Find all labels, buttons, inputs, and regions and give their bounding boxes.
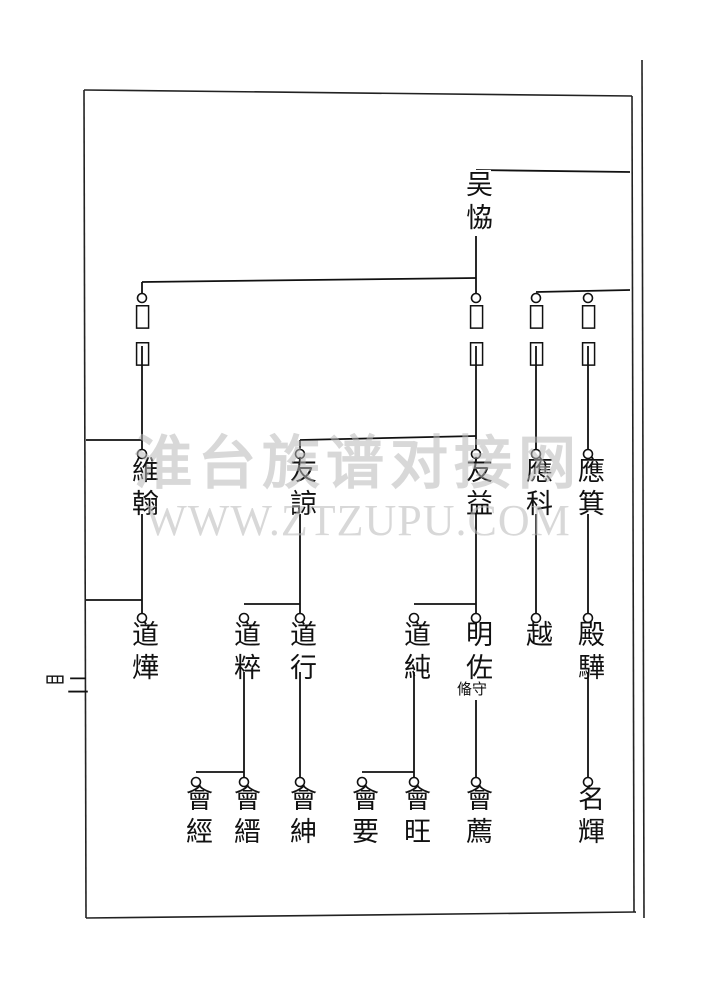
person-name-huishen: 會紳 <box>285 784 316 850</box>
person-name-yingji: 應箕 <box>573 456 604 522</box>
knot-p14 <box>408 612 420 624</box>
person-name-youliang: 友諒 <box>285 456 316 522</box>
person-name-ye: 𡊮業 <box>521 300 552 374</box>
knot-p13 <box>294 612 306 624</box>
page-number: 罒二 <box>44 674 91 699</box>
frame-top-border <box>83 89 633 97</box>
frame-right-border-inner <box>631 95 635 913</box>
person-note-mingzuo: 偹守 <box>457 680 488 698</box>
knot-p10 <box>582 448 594 460</box>
person-name-huiyao: 會要 <box>347 784 378 850</box>
knot-p23 <box>470 776 482 788</box>
frame-right-border-outer <box>641 59 645 919</box>
person-name-weihan: 維翰 <box>127 456 158 522</box>
person-name-daochun: 道純 <box>399 620 430 686</box>
knot-p2 <box>136 292 148 304</box>
knot-p6 <box>136 448 148 460</box>
person-name-huijing: 會經 <box>181 784 212 850</box>
knot-p8 <box>470 448 482 460</box>
person-name-daoye: 道燁 <box>127 620 158 686</box>
person-name-mingzuo: 明佐 <box>461 620 492 686</box>
person-name-huijin: 會縉 <box>229 784 260 850</box>
person-name-yue: 越 <box>521 620 552 653</box>
frame-bottom-border <box>85 911 637 919</box>
person-name-fu: 𡊮扶 <box>127 300 158 374</box>
person-name-huiwang: 會旺 <box>399 784 430 850</box>
knot-p4 <box>530 292 542 304</box>
knot-p18 <box>190 776 202 788</box>
person-name-minghui: 名輝 <box>573 784 604 850</box>
knot-p11 <box>136 612 148 624</box>
link-gen3-bar <box>299 435 477 441</box>
person-name-tong: 𡊮統 <box>573 300 604 374</box>
knot-p9 <box>530 448 542 460</box>
person-name-dianhua: 殿驊 <box>573 620 604 686</box>
person-name-wuxie: 吴恊 <box>461 170 492 236</box>
knot-p16 <box>530 612 542 624</box>
knot-p3 <box>470 292 482 304</box>
person-name-huijian: 會薦 <box>461 784 492 850</box>
person-name-yingke: 應科 <box>521 456 552 522</box>
knot-p15 <box>470 612 482 624</box>
knot-p24 <box>582 776 594 788</box>
person-name-daocui: 道粹 <box>229 620 260 686</box>
knot-p20 <box>294 776 306 788</box>
person-name-zhen: 𡊮振 <box>461 300 492 374</box>
person-name-daoxing: 道行 <box>285 620 316 686</box>
link-previous-page <box>475 169 631 173</box>
knot-p17 <box>582 612 594 624</box>
link-gen2-bar <box>141 277 477 283</box>
knot-p7 <box>294 448 306 460</box>
frame-left-border <box>83 89 87 919</box>
link-branch-right <box>535 289 631 293</box>
knot-p21 <box>356 776 368 788</box>
knot-p12 <box>238 612 250 624</box>
person-name-youyi: 友益 <box>461 456 492 522</box>
knot-p19 <box>238 776 250 788</box>
knot-p22 <box>408 776 420 788</box>
knot-p5 <box>582 292 594 304</box>
